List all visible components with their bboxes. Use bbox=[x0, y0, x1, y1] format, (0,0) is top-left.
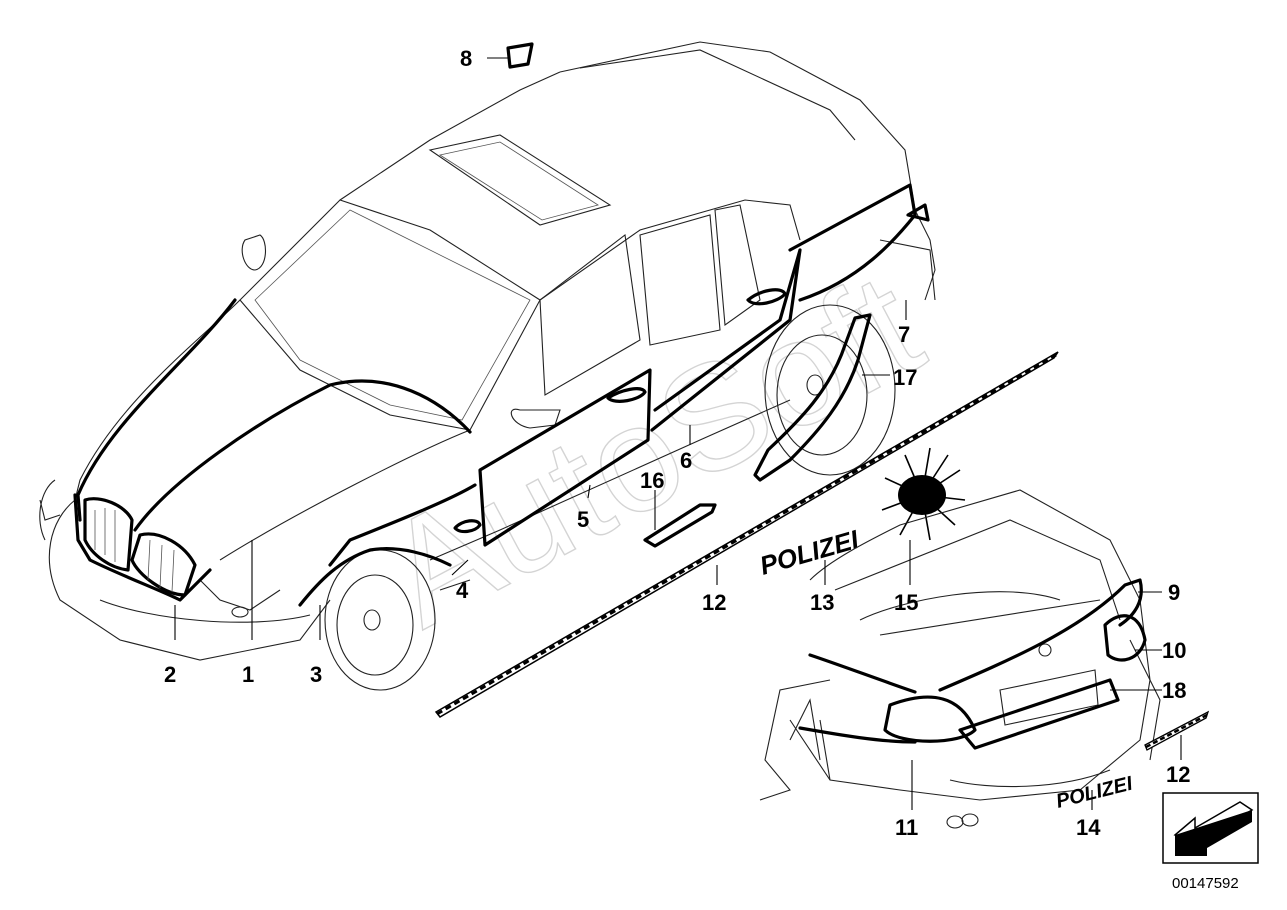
watermark-text: AutoSoft bbox=[359, 240, 946, 658]
callout-labels: 8 2 1 3 4 5 6 7 17 16 12 13 15 9 10 18 1… bbox=[164, 46, 1190, 840]
part-11-tail-lamp-left bbox=[883, 695, 977, 743]
part-10-tail-lamp-right bbox=[1103, 614, 1147, 662]
callout-14: 14 bbox=[1076, 815, 1101, 840]
part-12-side-strip bbox=[434, 351, 1059, 718]
part-15-emblem bbox=[881, 447, 966, 541]
car-front-view bbox=[39, 41, 936, 691]
part-9-trunk-trim bbox=[938, 578, 1143, 692]
callout-12-rear: 12 bbox=[1166, 762, 1190, 787]
callout-13: 13 bbox=[810, 590, 834, 615]
part-5-front-door-trim bbox=[478, 368, 652, 547]
part-7-quarter-trim bbox=[788, 183, 917, 302]
part-8-badge bbox=[506, 42, 534, 69]
callout-15: 15 bbox=[894, 590, 918, 615]
part-16-sill-strip bbox=[643, 503, 717, 548]
watermark: AutoSoft bbox=[358, 239, 946, 659]
car-rear-view bbox=[759, 489, 1161, 829]
part-6-rear-door-trim bbox=[650, 248, 802, 432]
callout-8: 8 bbox=[460, 46, 472, 71]
front-door-handle bbox=[606, 387, 647, 403]
rear-door-handle bbox=[746, 288, 787, 306]
part-18-plate-trim bbox=[958, 678, 1120, 750]
callout-4: 4 bbox=[456, 578, 469, 603]
leader-lines bbox=[174, 57, 1182, 810]
part-1-hood-trim bbox=[76, 298, 472, 532]
front-parts bbox=[73, 183, 930, 607]
rear-parts bbox=[798, 578, 1147, 750]
rear-bumper-trim bbox=[798, 726, 917, 744]
callout-5: 5 bbox=[577, 507, 589, 532]
part-2-bumper-trim bbox=[73, 493, 212, 602]
kidney-grille-left bbox=[83, 497, 134, 572]
callout-10: 10 bbox=[1162, 638, 1186, 663]
part-17-rear-arch-panel bbox=[753, 313, 872, 482]
callout-17: 17 bbox=[893, 365, 917, 390]
callout-2: 2 bbox=[164, 662, 176, 687]
callout-11: 11 bbox=[895, 815, 918, 840]
callout-1: 1 bbox=[242, 662, 254, 687]
callout-6: 6 bbox=[680, 448, 692, 473]
callout-7: 7 bbox=[898, 322, 910, 347]
callout-9: 9 bbox=[1168, 580, 1180, 605]
part-4-fender-trim bbox=[328, 483, 477, 567]
rear-light-corner bbox=[906, 203, 930, 222]
callout-18: 18 bbox=[1162, 678, 1186, 703]
polizei-side-decal: POLIZEI bbox=[756, 524, 862, 581]
part-3-wheel-arch-trim bbox=[298, 547, 452, 607]
part-12-rear-strip bbox=[1144, 710, 1210, 751]
callout-12-side: 12 bbox=[702, 590, 726, 615]
kidney-grille-right bbox=[130, 532, 197, 597]
side-marker bbox=[453, 519, 482, 534]
callout-3: 3 bbox=[310, 662, 322, 687]
rear-spoiler-line bbox=[808, 653, 917, 694]
direction-arrow-icon bbox=[1162, 792, 1259, 864]
reference-number: 00147592 bbox=[1172, 875, 1239, 892]
callout-16: 16 bbox=[640, 468, 664, 493]
